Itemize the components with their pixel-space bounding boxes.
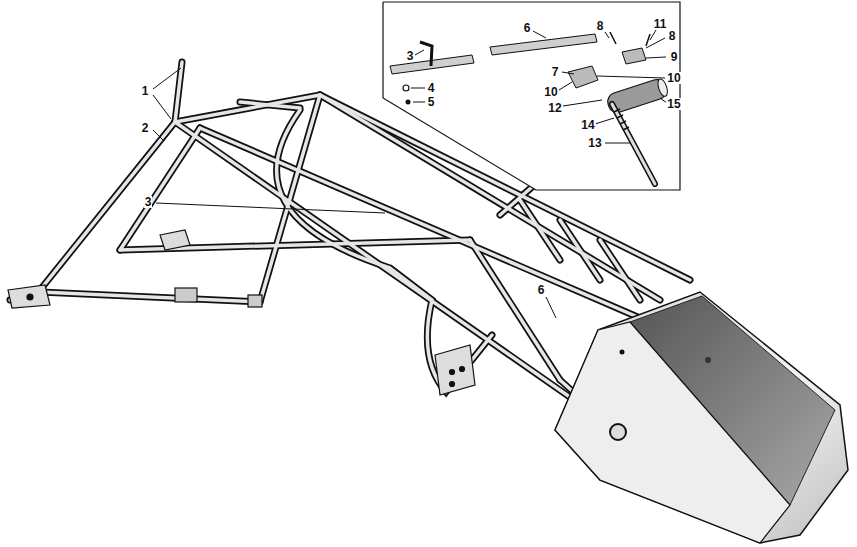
callout-number: 6 [537,284,546,296]
tube [175,95,320,122]
tube-outline [500,180,640,300]
callout-number: 8 [668,30,677,42]
tube [500,180,640,300]
callout-number: 1 [141,85,150,97]
callout-number: 2 [141,122,150,134]
callout-number: 12 [547,102,562,114]
callout-number: 3 [406,50,415,62]
callout-number: 10 [543,86,558,98]
tube-outline [40,122,175,290]
callout-number: 4 [427,82,436,94]
callout-number: 5 [427,96,436,108]
tube-outline [175,62,182,122]
tube [240,102,300,108]
tube [175,62,182,122]
callout-number: 6 [523,22,532,34]
tube [120,128,200,250]
callout-number: 8 [596,20,605,32]
tube [40,122,175,290]
tube [40,292,260,302]
bucket [555,292,848,543]
inset-detail [383,2,680,190]
callout-number: 11 [653,18,668,30]
callout-number: 10 [666,72,681,84]
callout-number: 7 [551,66,560,78]
callout-number: 13 [587,137,602,149]
callout-number: 14 [580,119,595,131]
mount-plates [8,230,475,395]
callout-number: 15 [666,98,681,110]
callout-number: 3 [144,196,153,208]
tube [470,240,560,380]
tube-outline [120,128,200,250]
callout-number: 9 [670,51,679,63]
tube-outline [40,292,260,302]
